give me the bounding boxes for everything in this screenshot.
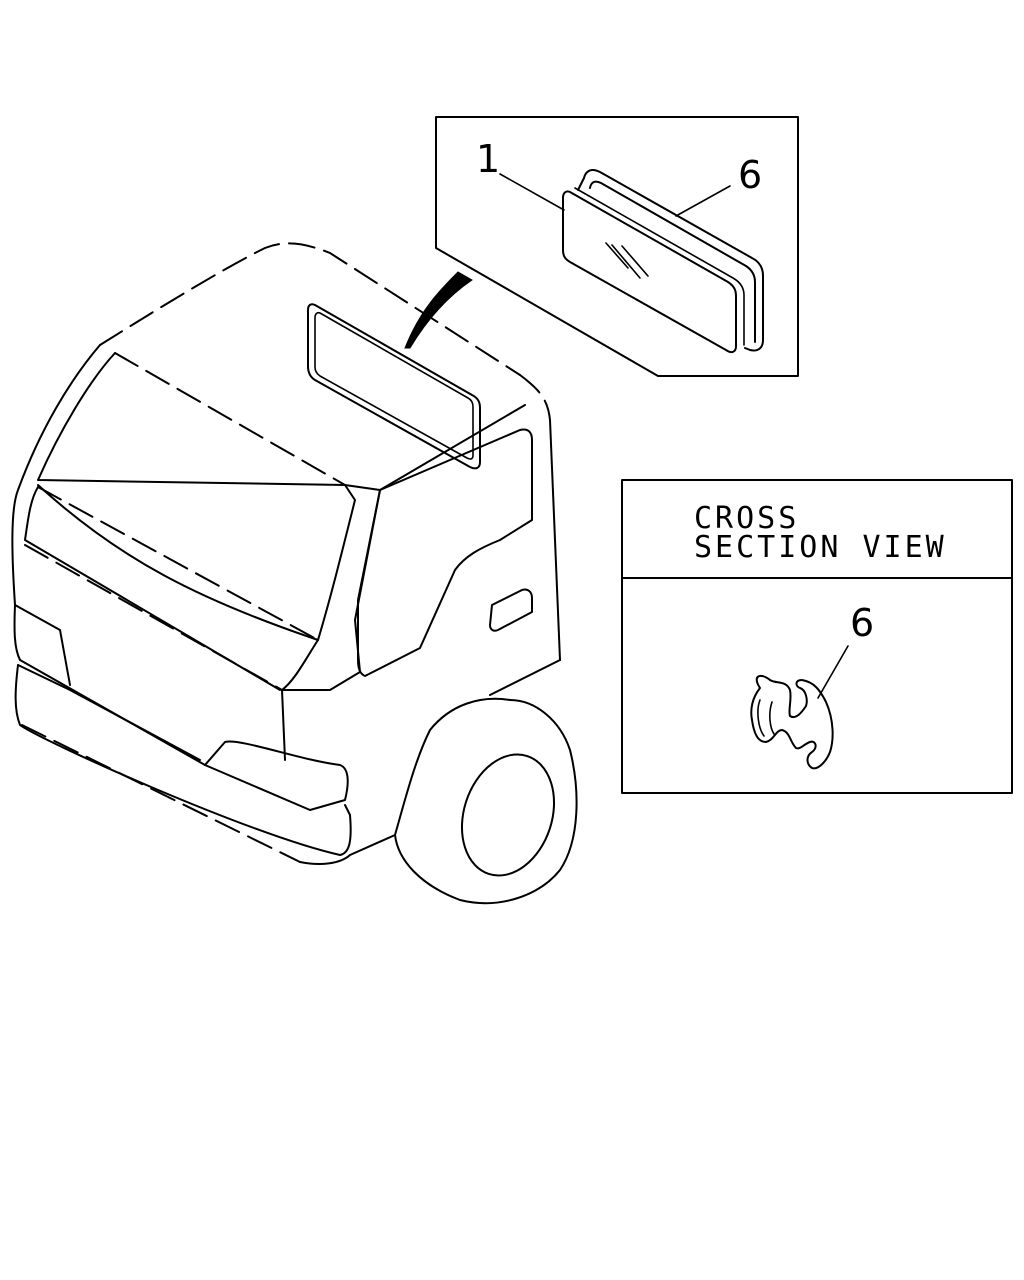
leader-part-6 xyxy=(675,185,731,217)
leader-part-6-section xyxy=(817,645,849,699)
bumper-lower xyxy=(299,854,351,865)
detail-box-frame xyxy=(435,116,799,377)
windshield-top-edge xyxy=(114,352,346,486)
cross-section-title-line2: SECTION VIEW xyxy=(694,530,947,565)
windshield-lower-edge xyxy=(281,639,319,691)
front-face-left xyxy=(14,604,71,686)
front-face-pillar xyxy=(281,689,286,761)
a-pillar xyxy=(281,484,381,691)
cab-side-outline xyxy=(549,419,561,661)
callout-part-1: 1 xyxy=(476,137,500,181)
wheel-rim xyxy=(460,753,556,877)
glass-pane-edge xyxy=(574,187,745,346)
cross-section-frame xyxy=(621,479,1013,794)
windshield-lower-dashed xyxy=(37,486,319,641)
door-handle xyxy=(489,588,533,632)
glass-glare-1 xyxy=(605,242,629,269)
glass-glare-2 xyxy=(611,244,641,279)
detail-box: 1 6 xyxy=(435,116,799,377)
cab-roof-outline xyxy=(99,242,521,376)
callout-part-6-section: 6 xyxy=(850,601,874,645)
rear-window-outer xyxy=(307,303,481,470)
windshield-frame xyxy=(24,486,281,691)
truck-cab-illustration xyxy=(11,242,578,905)
cross-section-box: CROSS SECTION VIEW 6 xyxy=(621,479,1013,794)
seal-outer xyxy=(583,169,764,352)
callout-part-6-detail: 6 xyxy=(738,153,762,197)
cab-roof-rear-edge xyxy=(519,374,551,421)
seal-profile xyxy=(750,674,834,770)
seal-profile-inner xyxy=(757,699,775,737)
seal-inner xyxy=(589,180,756,343)
glass-pane xyxy=(562,190,737,354)
bumper-front xyxy=(14,664,352,856)
door-window xyxy=(357,428,533,677)
bumper-upper xyxy=(17,664,201,761)
glass-glare-3 xyxy=(621,245,649,277)
front-face-lower xyxy=(13,604,206,766)
cross-section-title-line1: CROSS xyxy=(694,501,799,536)
roof-rear-line xyxy=(379,404,526,491)
rear-window-inner xyxy=(314,311,474,460)
seal-left-edge xyxy=(577,177,585,191)
leader-part-1 xyxy=(499,173,565,211)
wheel-arch xyxy=(349,697,511,856)
fender-line xyxy=(489,659,561,696)
cab-front-outline xyxy=(11,344,101,606)
grille-top-dashed xyxy=(24,544,283,691)
windshield xyxy=(37,352,356,641)
headlight xyxy=(204,740,349,811)
bumper-lower-dashed xyxy=(21,724,301,863)
tyre-outer xyxy=(394,699,578,905)
detail-arrow xyxy=(404,271,473,349)
